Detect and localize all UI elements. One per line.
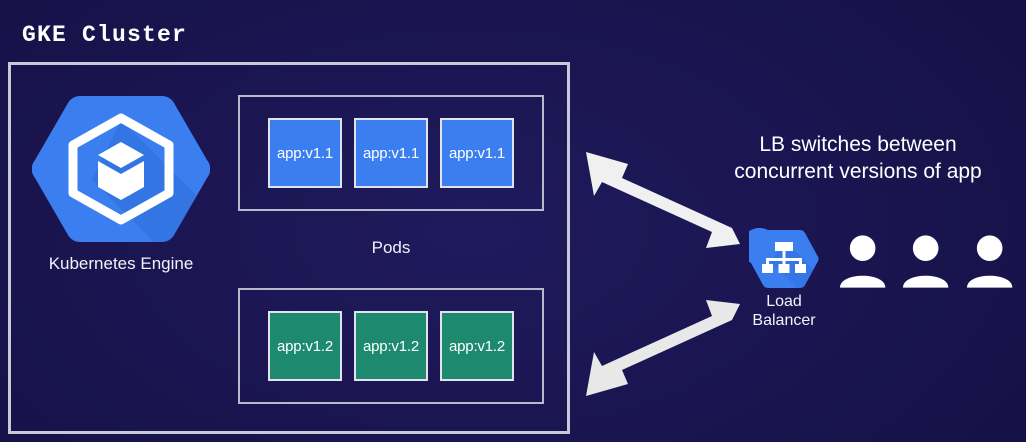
pod-group-v1-2: app:v1.2 app:v1.2 app:v1.2 bbox=[238, 288, 544, 404]
pod-item: app:v1.2 bbox=[354, 311, 428, 381]
kubernetes-engine-label: Kubernetes Engine bbox=[48, 254, 194, 273]
lb-annotation-line-1: LB switches between bbox=[759, 133, 957, 156]
load-balancer-hexagon-icon bbox=[749, 228, 819, 290]
load-balancer-label-line-2: Balancer bbox=[752, 312, 816, 330]
lb-annotation: LB switches between concurrent versions … bbox=[690, 132, 1026, 186]
pods-caption: Pods bbox=[371, 238, 411, 257]
pod-item: app:v1.1 bbox=[440, 118, 514, 188]
pod-item: app:v1.2 bbox=[268, 311, 342, 381]
user-icon bbox=[901, 234, 950, 288]
pod-item: app:v1.1 bbox=[354, 118, 428, 188]
kubernetes-engine-node: Kubernetes Engine bbox=[30, 90, 212, 274]
load-balancer-label: Load Balancer bbox=[742, 292, 826, 330]
lb-annotation-line-2: concurrent versions of app bbox=[734, 159, 982, 183]
user-icon bbox=[838, 234, 887, 288]
gke-hexagon-icon bbox=[32, 90, 210, 248]
users-group bbox=[838, 234, 1014, 290]
arrow-to-v1-2-pods bbox=[586, 300, 740, 396]
gke-cluster-boundary bbox=[8, 62, 570, 434]
page-title: GKE Cluster bbox=[22, 22, 188, 48]
pod-item: app:v1.2 bbox=[440, 311, 514, 381]
pod-group-v1-1: app:v1.1 app:v1.1 app:v1.1 bbox=[238, 95, 544, 211]
user-icon bbox=[965, 234, 1014, 288]
load-balancer-node: Load Balancer bbox=[742, 228, 826, 330]
pod-item: app:v1.1 bbox=[268, 118, 342, 188]
load-balancer-label-line-1: Load bbox=[766, 293, 802, 310]
